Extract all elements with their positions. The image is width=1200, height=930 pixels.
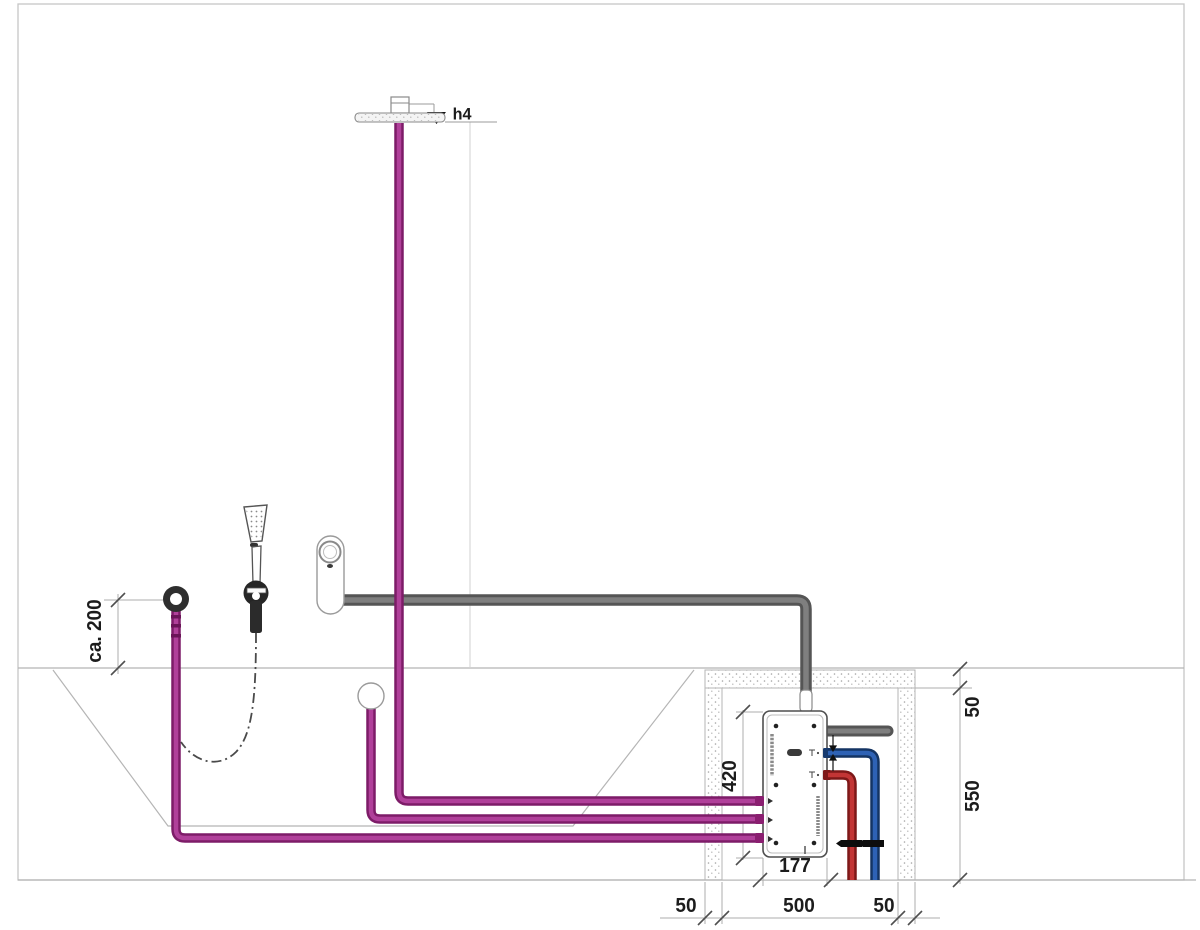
port-symbols: [809, 749, 820, 778]
port-arrows: [768, 798, 773, 842]
offset-arrows: [828, 735, 838, 771]
niche-top-margin-label: 50: [962, 696, 984, 718]
valve-unit-width-label: 177: [779, 855, 811, 877]
shutoff-valves: [836, 840, 884, 847]
wall-outlet-unit-icon: [316, 535, 345, 615]
niche-width-label: 500: [783, 895, 815, 917]
brand-logo-mark: [787, 749, 802, 756]
pipe-joint-mark: [171, 615, 181, 619]
plaster-band-right: [897, 687, 916, 881]
tub-connection-circle-icon: [357, 682, 385, 710]
pipe-joint-mark: [171, 634, 181, 638]
screws: [773, 723, 817, 846]
cold-water-pipe: [828, 748, 880, 880]
height-reference-label: h4: [452, 104, 472, 124]
overhead-shower-icon: [354, 96, 446, 123]
spout-pipe: [336, 594, 812, 694]
bathtub-outline: [52, 669, 695, 827]
pipe-joint-mark: [171, 624, 181, 628]
hose-outlet-offset-label: ca. 200: [84, 599, 106, 663]
mixed-water-ports: [755, 796, 764, 843]
shutoff-valve-icon: [841, 840, 862, 847]
niche-right-margin-label: 50: [873, 895, 895, 917]
valve-unit-height-label: 420: [719, 760, 741, 792]
niche-height-label: 550: [962, 780, 984, 812]
shutoff-valve-icon: [863, 840, 884, 847]
hose-outlet-elbow-icon: [163, 586, 189, 612]
hand-shower-icon: [243, 504, 269, 633]
hand-shower-hose: [180, 632, 257, 763]
tub-connection-pipe: [366, 706, 768, 824]
valve-unit-box-icon: [755, 689, 831, 858]
hot-water-pipe: [828, 770, 857, 880]
room-frame: [17, 3, 1196, 881]
pipe-connector-nipple: [799, 689, 813, 713]
overhead-shower-pipe: [394, 123, 768, 806]
niche-left-margin-label: 50: [675, 895, 697, 917]
hand-shower-pipe: [171, 604, 768, 843]
dimension-ticks: [110, 592, 968, 926]
